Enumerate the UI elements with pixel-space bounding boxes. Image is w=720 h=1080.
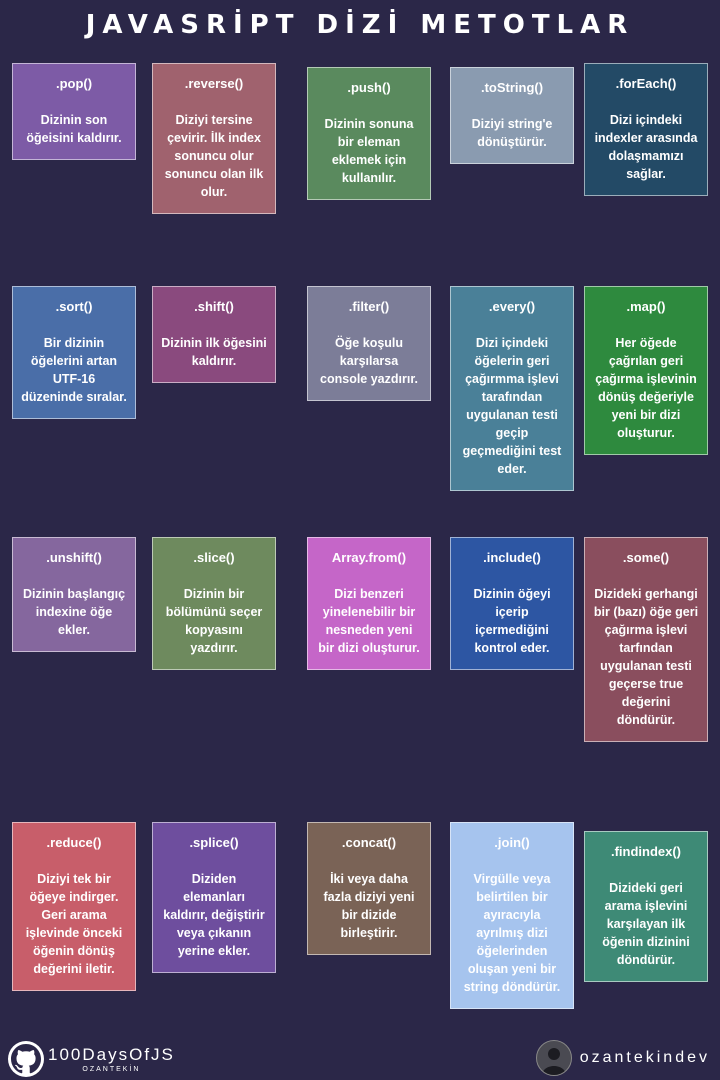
method-name: .join() (494, 835, 530, 850)
method-card: .slice() Dizinin bir bölümünü seçer kopya… (152, 537, 276, 670)
method-name: .reverse() (184, 76, 244, 91)
method-description: Her öğede çağrılan geri çağırma işlevini… (595, 336, 697, 440)
method-description: Dizideki gerhangi bir (bazı) öğe geri ça… (593, 587, 699, 727)
method-description: Dizinin son öğeisini kaldırır. (26, 113, 122, 145)
method-description: İki veya daha fazla diziyi yeni bir dizi… (323, 872, 415, 940)
method-description: Diziyi tersine çevirir. İlk index sonunc… (164, 113, 264, 199)
method-name: .pop() (55, 76, 93, 91)
method-card: .include() Dizinin öğeyi içerip içermediğ… (450, 537, 574, 670)
github-icon (8, 1041, 44, 1077)
footer-brand: 100DaysOfJS OZANTEKİN (8, 1040, 175, 1078)
method-name: .reduce() (46, 835, 102, 850)
method-description: Diziyi tek bir öğeye indirger. Geri aram… (25, 872, 123, 976)
avatar (535, 1040, 572, 1076)
footer-author: ozantekindev (535, 1040, 710, 1076)
method-description: Diziden elemanları kaldırır, değiştirir … (163, 872, 265, 958)
method-card: .push() Dizinin sonuna bir eleman eklemek… (307, 67, 431, 200)
method-card: .pop() Dizinin son öğeisini kaldırır. (12, 63, 136, 160)
method-card: .findindex() Dizideki geri arama işlevini… (584, 831, 708, 982)
method-name: .concat() (341, 835, 397, 850)
method-card: .unshift() Dizinin başlangıç indexine öğe… (12, 537, 136, 652)
method-name: .findindex() (610, 844, 682, 859)
brand-subtitle: OZANTEKİN (82, 1066, 141, 1073)
method-name: .shift() (194, 299, 234, 314)
method-name: Array.from() (331, 550, 407, 565)
method-name: .some() (622, 550, 670, 565)
method-description: Diziyi string'e dönüştürür. (471, 117, 553, 149)
method-card: .forEach() Dizi içindeki indexler arasınd… (584, 63, 708, 196)
method-name: .sort() (55, 299, 93, 314)
method-card: .shift() Dizinin ilk öğesini kaldırır. (152, 286, 276, 383)
method-name: .forEach() (615, 76, 677, 91)
method-name: .splice() (189, 835, 239, 850)
page-title: JAVASRİPT DİZİ METOTLAR (85, 10, 635, 40)
method-card: .join() Virgülle veya belirtilen bir ayır… (450, 822, 574, 1009)
method-name: .include() (483, 550, 541, 565)
method-name: .filter() (348, 299, 390, 314)
method-card: .some() Dizideki gerhangi bir (bazı) öğe … (584, 537, 708, 742)
method-card: .map() Her öğede çağrılan geri çağırma iş… (584, 286, 708, 455)
method-description: Dizinin bir bölümünü seçer kopyasını yaz… (165, 587, 263, 655)
method-card: .concat() İki veya daha fazla diziyi yeni… (307, 822, 431, 955)
method-description: Dizinin başlangıç indexine öğe ekler. (22, 587, 126, 637)
method-description: Öğe koşulu karşılarsa console yazdırır. (320, 336, 418, 386)
method-card: .sort() Bir dizinin öğelerini artan UTF-1… (12, 286, 136, 419)
method-card: .splice() Diziden elemanları kaldırır, de… (152, 822, 276, 973)
method-description: Dizinin ilk öğesini kaldırır. (161, 336, 267, 368)
method-description: Dizi içindeki öğelerin geri çağırmma işl… (462, 336, 562, 476)
method-card: Array.from() Dizi benzeri yinelenebilir b… (307, 537, 431, 670)
method-description: Virgülle veya belirtilen bir ayıracıyla … (463, 872, 561, 994)
method-description: Dizi benzeri yinelenebilir bir nesneden … (318, 587, 420, 655)
method-description: Dizi içindeki indexler arasında dolaşmam… (594, 113, 698, 181)
method-card: .every() Dizi içindeki öğelerin geri çağı… (450, 286, 574, 491)
method-name: .slice() (193, 550, 235, 565)
brand-name: 100DaysOfJS (48, 1045, 175, 1064)
method-card: .filter() Öğe koşulu karşılarsa console y… (307, 286, 431, 401)
method-description: Bir dizinin öğelerini artan UTF-16 düzen… (21, 336, 127, 404)
method-name: .push() (347, 80, 391, 95)
method-name: .every() (488, 299, 536, 314)
method-name: .map() (626, 299, 666, 314)
method-description: Dizinin öğeyi içerip içermediğini kontro… (473, 587, 551, 655)
method-card: .reduce() Diziyi tek bir öğeye indirger. … (12, 822, 136, 991)
method-card: .toString() Diziyi string'e dönüştürür. (450, 67, 574, 164)
author-handle: ozantekindev (579, 1049, 710, 1066)
method-name: .unshift() (46, 550, 102, 565)
method-card: .reverse() Diziyi tersine çevirir. İlk in… (152, 63, 276, 214)
method-name: .toString() (480, 80, 544, 95)
method-description: Dizinin sonuna bir eleman eklemek için k… (324, 117, 414, 185)
method-description: Dizideki geri arama işlevini karşılayan … (602, 881, 690, 967)
